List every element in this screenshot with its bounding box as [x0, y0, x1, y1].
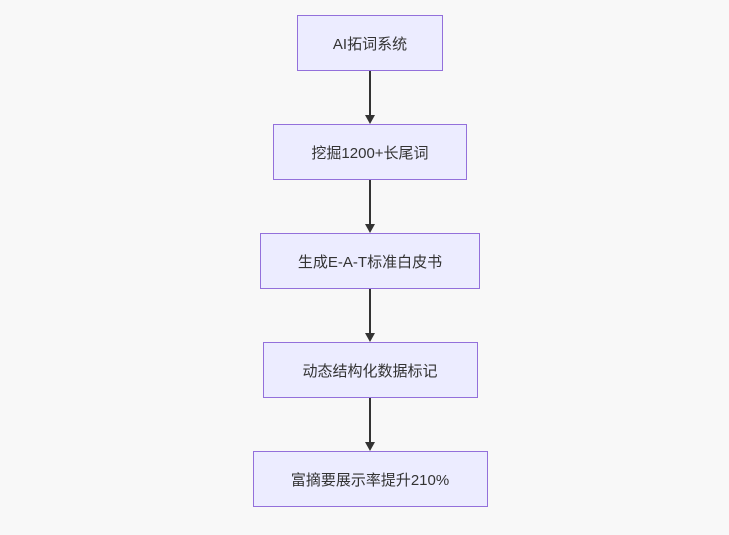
- edge-line: [369, 398, 371, 442]
- node-label: 生成E-A-T标准白皮书: [297, 253, 443, 271]
- flow-node-1: AI拓词系统: [297, 15, 443, 71]
- node-label: 挖掘1200+长尾词: [311, 144, 429, 162]
- edge-line: [369, 71, 371, 115]
- flow-node-5: 富摘要展示率提升210%: [252, 451, 488, 507]
- arrowhead-down-icon: [365, 224, 375, 233]
- node-label: 富摘要展示率提升210%: [290, 471, 450, 489]
- flow-node-4: 动态结构化数据标记: [262, 342, 478, 398]
- flow-edge-3: [365, 289, 375, 342]
- edge-line: [369, 180, 371, 224]
- node-label: AI拓词系统: [332, 35, 408, 53]
- flow-node-3: 生成E-A-T标准白皮书: [260, 233, 480, 289]
- flowchart-column: AI拓词系统 挖掘1200+长尾词 生成E-A-T标准白皮书 动态结构化数据标记: [0, 15, 729, 507]
- edge-line: [369, 289, 371, 333]
- arrowhead-down-icon: [365, 115, 375, 124]
- arrowhead-down-icon: [365, 333, 375, 342]
- node-label: 动态结构化数据标记: [302, 362, 438, 380]
- flow-edge-2: [365, 180, 375, 233]
- flow-edge-4: [365, 398, 375, 451]
- flow-node-2: 挖掘1200+长尾词: [273, 124, 467, 180]
- flow-edge-1: [365, 71, 375, 124]
- arrowhead-down-icon: [365, 442, 375, 451]
